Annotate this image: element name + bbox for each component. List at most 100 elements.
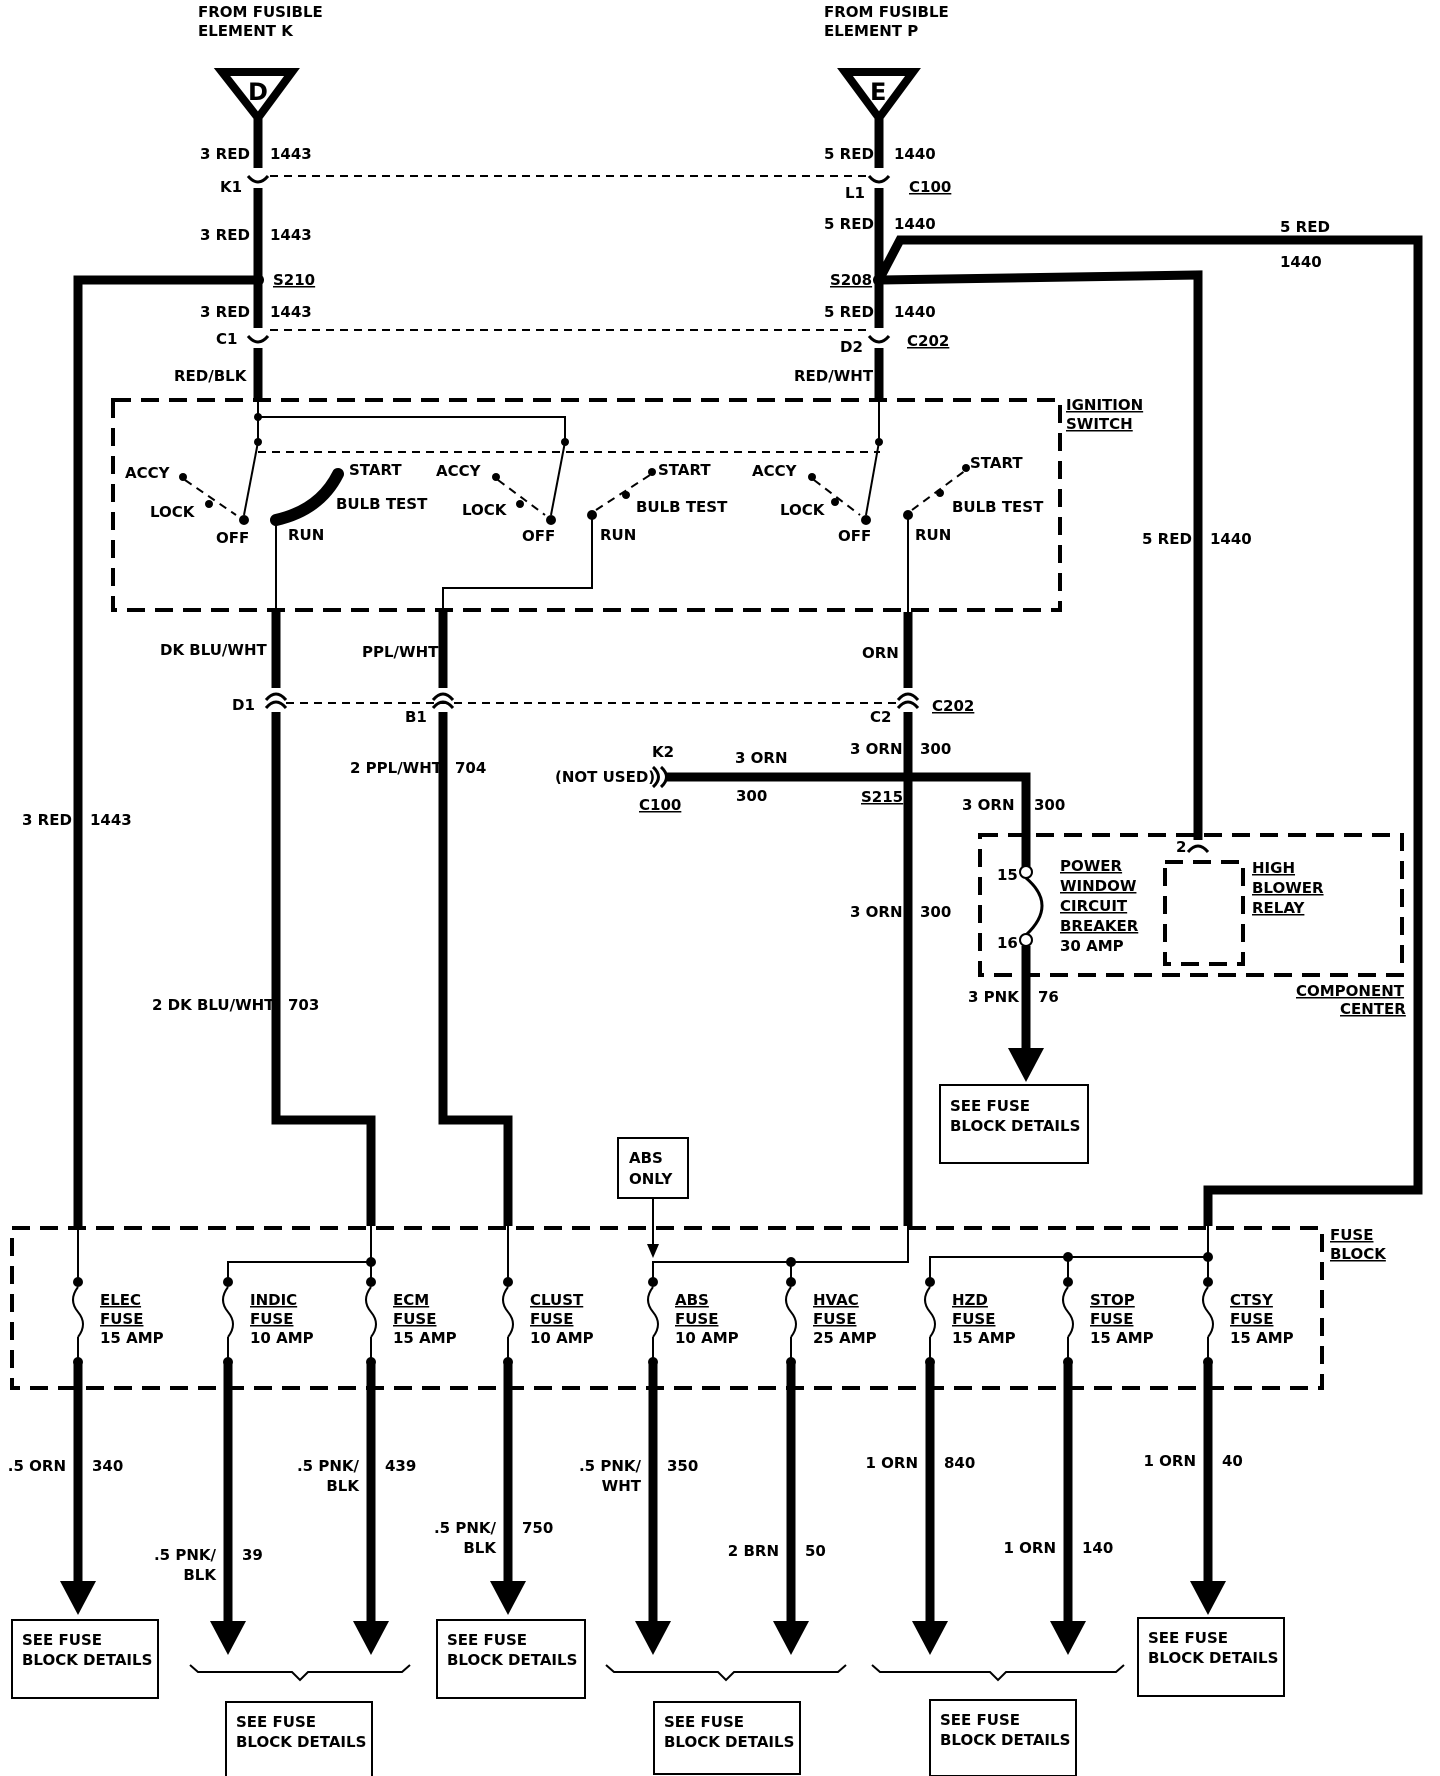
sw-out-a: DK BLU/WHT — [160, 641, 268, 659]
mid-orn2-c: 300 — [920, 740, 951, 758]
output-gauge: 1 ORN — [1143, 1452, 1196, 1470]
right-pin1: L1 — [845, 184, 865, 202]
fuse-label: ELEC — [100, 1291, 141, 1309]
sw-out-b: PPL/WHT — [362, 643, 439, 661]
sw-pin-c: C2 — [870, 708, 891, 726]
output-circuit: 340 — [92, 1457, 123, 1475]
component-center-box — [978, 833, 1404, 977]
left-pin1: K1 — [220, 178, 242, 196]
output-gauge: 1 ORN — [1003, 1539, 1056, 1557]
see-fuse-6-2: BLOCK DETAILS — [1148, 1649, 1278, 1667]
cc-label-1: COMPONENT — [1296, 982, 1405, 1000]
mid-dkblu-c: 703 — [288, 996, 319, 1014]
fuse-label: 15 AMP — [100, 1329, 164, 1347]
output-circuit: 350 — [667, 1457, 698, 1475]
sw-conn: C202 — [932, 697, 974, 715]
see-fuse-3-2: BLOCK DETAILS — [447, 1651, 577, 1669]
cc-pw-1: POWER — [1060, 857, 1123, 875]
fuse-label: FUSE — [393, 1310, 436, 1328]
right-w1: 5 RED — [824, 145, 874, 163]
ign-bulbtest-3: BULB TEST — [952, 498, 1044, 516]
left-w2: 3 RED — [200, 226, 250, 244]
ignition-internal-wiring — [179, 398, 970, 612]
right-c3: 1440 — [894, 303, 936, 321]
right-color-out: RED/WHT — [794, 367, 874, 385]
see-fuse-cc-2: BLOCK DETAILS — [950, 1117, 1080, 1135]
ign-bulbtest-1: BULB TEST — [336, 495, 428, 513]
source-e-triangle: E — [837, 68, 921, 125]
ign-lock-2: LOCK — [462, 501, 508, 519]
output-gauge: .5 ORN — [8, 1457, 66, 1475]
fuse-block-bus — [77, 1226, 1213, 1282]
source-d-letter: D — [248, 78, 268, 106]
right-pin2: D2 — [840, 338, 863, 356]
cc-label-2: CENTER — [1340, 1000, 1406, 1018]
sw-pin-b: B1 — [405, 708, 427, 726]
left-feed-wire — [73, 118, 270, 1226]
fuse-label: FUSE — [675, 1310, 718, 1328]
left-w3: 3 RED — [200, 303, 250, 321]
right-w3: 5 RED — [824, 303, 874, 321]
output-gauge: .5 PNK/ — [434, 1519, 497, 1537]
abs-only-1: ABS — [629, 1149, 663, 1167]
right-c1: 1440 — [894, 145, 936, 163]
fuse-label: STOP — [1090, 1291, 1135, 1309]
right-c2: 1440 — [894, 215, 936, 233]
output-wire-50: 2 BRN 50 — [728, 1362, 826, 1655]
see-fuse-cc-1: SEE FUSE — [950, 1097, 1030, 1115]
see-fuse-5-1: SEE FUSE — [940, 1711, 1020, 1729]
output-circuit: 50 — [805, 1542, 826, 1560]
output-circuit: 40 — [1222, 1452, 1243, 1470]
output-wire-40: 1 ORN 40 — [1143, 1362, 1243, 1615]
output-circuit: 750 — [522, 1519, 553, 1537]
left-splice: S210 — [273, 271, 315, 289]
mid-orn4-w: 3 ORN — [850, 903, 903, 921]
fuse-label: HVAC — [813, 1291, 859, 1309]
right-branch2-c: 1440 — [1210, 530, 1252, 548]
right-branch2-w: 5 RED — [1142, 530, 1192, 548]
fuse-label: HZD — [952, 1291, 988, 1309]
output-gauge: 2 BRN — [728, 1542, 779, 1560]
ign-accy-3: ACCY — [752, 462, 798, 480]
fuse-block-box — [10, 1226, 1324, 1390]
mid-dkblu-w: 2 DK BLU/WHT — [152, 996, 275, 1014]
see-fuse-4-2: BLOCK DETAILS — [664, 1733, 794, 1751]
ign-accy-1: ACCY — [125, 464, 171, 482]
ign-start-2: START — [658, 461, 711, 479]
source-k-label-1: FROM FUSIBLE — [198, 3, 323, 21]
fuse-label: 15 AMP — [393, 1329, 457, 1347]
output-gauge: .5 PNK/ — [154, 1546, 217, 1564]
fuse-label: 25 AMP — [813, 1329, 877, 1347]
output-wire-340: .5 ORN 340 — [8, 1362, 123, 1615]
sw-out-c: ORN — [862, 644, 899, 662]
cc-out-w: 3 PNK — [968, 988, 1020, 1006]
see-fuse-5-2: BLOCK DETAILS — [940, 1731, 1070, 1749]
mid-orn-c: 300 — [736, 787, 767, 805]
mid-orn3-w: 3 ORN — [962, 796, 1015, 814]
fuse-label: FUSE — [813, 1310, 856, 1328]
power-window-breaker — [1008, 865, 1044, 1082]
fuse-label: ABS — [675, 1291, 709, 1309]
source-d-triangle: D — [213, 68, 300, 125]
cc-pw-2: WINDOW — [1060, 877, 1137, 895]
ignition-label-1: IGNITION — [1066, 396, 1143, 414]
ign-run-1: RUN — [288, 526, 324, 544]
see-fuse-6-1: SEE FUSE — [1148, 1629, 1228, 1647]
sw-pin-a: D1 — [232, 696, 255, 714]
right-splice: S208 — [830, 271, 872, 289]
ign-start-3: START — [970, 454, 1023, 472]
source-p-label-1: FROM FUSIBLE — [824, 3, 949, 21]
right-branch-c: 1440 — [1280, 253, 1322, 271]
output-gauge: 1 ORN — [865, 1454, 918, 1472]
output-color: BLK — [183, 1566, 217, 1584]
source-p-label-2: ELEMENT P — [824, 22, 918, 40]
fuse-block-label-2: BLOCK — [1330, 1245, 1387, 1263]
ign-off-2: OFF — [522, 527, 555, 545]
